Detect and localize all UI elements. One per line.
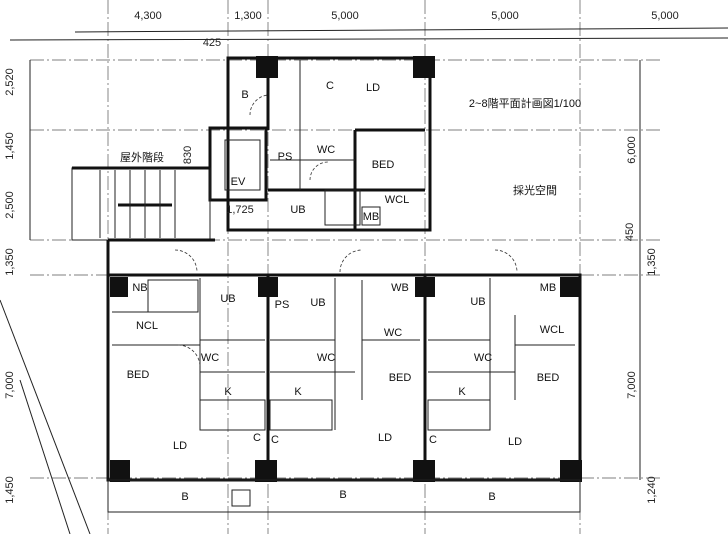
dim-right-4: 7,000 [626, 371, 638, 399]
unit2-mb-label: WB [391, 282, 409, 294]
upper-unit [226, 56, 435, 232]
upper-closet-label: C [326, 80, 334, 92]
unit2-ps-label: PS [275, 299, 290, 311]
unit2-wcl-label: WC [384, 327, 402, 339]
upper-mb-label: MB [363, 211, 380, 223]
plan-title: 2~8階平面計画図1/100 [469, 96, 581, 110]
upper-wc-label: WC [317, 144, 335, 156]
unit2-ub-label: UB [310, 297, 325, 309]
unit1-living-label: LD [173, 440, 187, 452]
unit1-ub-label: UB [220, 293, 235, 305]
unit1-balcony-label: B [181, 491, 188, 503]
unit2-closet-label: C [271, 434, 279, 446]
dim-top-4: 5,000 [491, 10, 519, 22]
upper-bed-label: BED [372, 159, 395, 171]
dim-right-1: 6,000 [626, 136, 638, 164]
dim-left-4: 1,350 [4, 248, 16, 276]
unit2-living-label: LD [378, 432, 392, 444]
upper-ub-label: UB [290, 204, 305, 216]
unit3-wcl-label: WCL [540, 324, 564, 336]
dim-right-3: 1,350 [646, 248, 658, 276]
unit3-ub-label: UB [470, 296, 485, 308]
elevator-shaft [208, 126, 268, 202]
unit3-bed-label: BED [537, 372, 560, 384]
dim-ev-width: 1,725 [226, 204, 254, 216]
unit2-k-label: K [294, 386, 302, 398]
light-well-label: 採光空間 [513, 183, 557, 197]
unit1-mb-label: NB [132, 282, 147, 294]
dim-left-1: 2,520 [4, 68, 16, 96]
unit3-balcony-label: B [488, 491, 495, 503]
unit2-wc-label: WC [317, 352, 335, 364]
dim-top-2: 1,300 [234, 10, 262, 22]
upper-balcony-label: B [241, 89, 248, 101]
upper-living-label: LD [366, 82, 380, 94]
dim-offset: 425 [203, 37, 221, 49]
unit1-wc-label: WC [201, 352, 219, 364]
dim-left-2: 1,450 [4, 132, 16, 160]
outdoor-stair [71, 166, 215, 242]
unit1-k-label: K [224, 386, 232, 398]
unit1-closet-label: C [253, 432, 261, 444]
unit3-mb-label: MB [540, 282, 557, 294]
unit3-closet-label: C [429, 434, 437, 446]
upper-wcl-label: WCL [385, 194, 409, 206]
dim-top-5: 5,000 [651, 10, 679, 22]
unit2-balcony-label: B [339, 489, 346, 501]
dim-top-1: 4,300 [134, 10, 162, 22]
dim-right-5: 1,240 [646, 476, 658, 504]
lower-units [106, 240, 582, 513]
unit3-k-label: K [458, 386, 466, 398]
dim-right-2: 450 [624, 223, 636, 241]
dim-top-3: 5,000 [331, 10, 359, 22]
upper-ps-label: PS [278, 151, 293, 163]
unit2-bed-label: BED [389, 372, 412, 384]
unit1-bed-label: BED [127, 369, 150, 381]
unit1-wcl-label: NCL [136, 320, 158, 332]
outdoor-stair-label: 屋外階段 [120, 150, 164, 164]
unit3-wc-label: WC [474, 352, 492, 364]
dim-left-6: 1,450 [4, 476, 16, 504]
unit3-living-label: LD [508, 436, 522, 448]
elevator-label: EV [231, 176, 246, 188]
dim-stair: 830 [182, 146, 194, 164]
dim-left-5: 7,000 [4, 371, 16, 399]
dim-left-3: 2,500 [4, 191, 16, 219]
